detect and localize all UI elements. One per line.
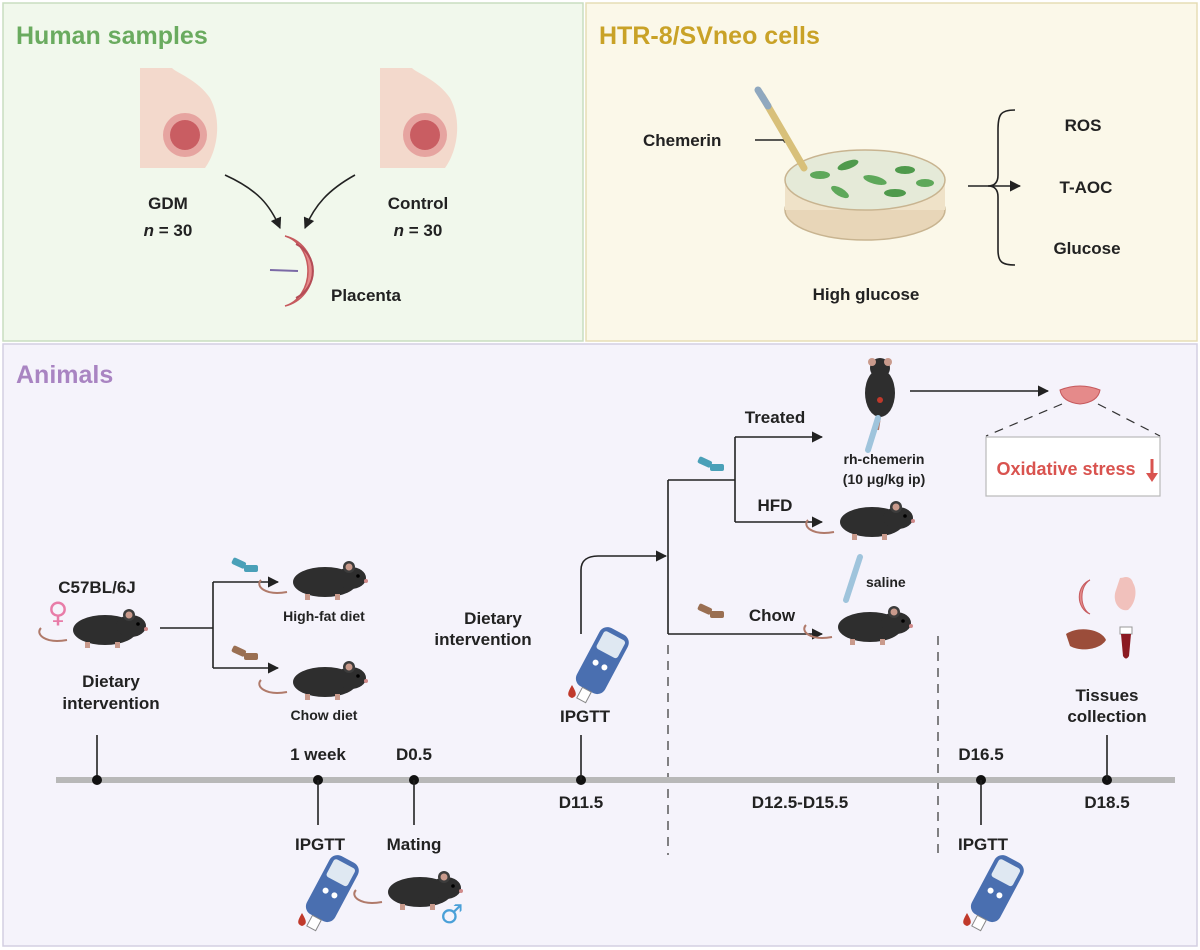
pipette-icon	[754, 86, 808, 172]
group-chow-label: Chow	[749, 606, 796, 625]
ipgtt-d165-label: IPGTT	[958, 835, 1009, 854]
time-label-d05: D0.5	[396, 745, 432, 764]
output-taoc: T-AOC	[1060, 178, 1113, 197]
embryo-icon	[1114, 577, 1136, 611]
blood-tube-icon	[1119, 626, 1133, 659]
hfd-diet-label: High-fat diet	[283, 608, 365, 624]
strain-label: C57BL/6J	[58, 578, 135, 597]
mouse-icon	[865, 358, 895, 431]
control-label: Control	[388, 194, 448, 213]
liver-icon	[1066, 629, 1106, 650]
zoom-line-left	[985, 403, 1063, 437]
zoom-line-right	[1097, 403, 1161, 437]
pregnant-woman-icon	[380, 68, 458, 168]
treatment-label-1: rh-chemerin	[844, 451, 925, 467]
to-groups-arrow	[580, 550, 668, 634]
placenta-icon	[269, 235, 314, 307]
gdm-arrow	[224, 174, 282, 230]
syringe-icon	[843, 554, 863, 603]
group-hfd-label: HFD	[758, 496, 793, 515]
male-symbol-icon: ♂	[440, 900, 463, 930]
placenta-icon	[1059, 385, 1101, 405]
gdm-n-label: n = 30	[144, 221, 193, 240]
start-intervention-label-2: intervention	[62, 694, 159, 713]
output-ros: ROS	[1065, 116, 1102, 135]
down-arrow-icon	[1146, 459, 1158, 482]
time-label-d165: D16.5	[958, 745, 1003, 764]
tissues-label-2: collection	[1067, 707, 1146, 726]
group-treated-label: Treated	[745, 408, 805, 427]
control-n-label: n = 30	[394, 221, 443, 240]
tissues-label-1: Tissues	[1075, 686, 1138, 705]
gdm-label: GDM	[148, 194, 188, 213]
oxidative-stress-label: Oxidative stress	[996, 459, 1135, 479]
mid-intervention-label-2: intervention	[434, 630, 531, 649]
output-brace	[987, 109, 1016, 266]
chow-diet-label: Chow diet	[291, 707, 358, 723]
petri-dish-icon	[784, 149, 946, 241]
cells-title: HTR-8/SVneo cells	[599, 22, 820, 50]
syringe-icon	[865, 415, 881, 453]
placenta-label: Placenta	[331, 286, 401, 305]
female-symbol-icon: ♀	[48, 596, 69, 629]
human-samples-panel	[2, 2, 584, 342]
placenta-icon	[1078, 579, 1091, 615]
start-intervention-label-1: Dietary	[82, 672, 140, 691]
time-label-1week: 1 week	[290, 745, 346, 764]
high-glucose-label: High glucose	[813, 285, 920, 304]
mating-label: Mating	[387, 835, 442, 854]
time-label-d125-d155: D12.5-D15.5	[752, 793, 848, 812]
pregnant-woman-icon	[140, 68, 218, 168]
mid-intervention-label-1: Dietary	[464, 609, 522, 628]
saline-label: saline	[866, 574, 906, 590]
time-label-d115: D11.5	[559, 793, 603, 812]
time-label-d185: D18.5	[1084, 793, 1129, 812]
control-arrow	[303, 174, 356, 230]
animals-title: Animals	[16, 361, 113, 389]
ipgtt-1week-label: IPGTT	[295, 835, 346, 854]
oxidative-box	[985, 436, 1161, 497]
human-samples-title: Human samples	[16, 22, 208, 50]
ipgtt-mid-label: IPGTT	[560, 707, 611, 726]
treatment-label-2: (10 μg/kg ip)	[843, 471, 925, 487]
chemerin-label: Chemerin	[643, 131, 721, 150]
timeline-marker	[92, 775, 102, 785]
output-glucose: Glucose	[1053, 239, 1120, 258]
